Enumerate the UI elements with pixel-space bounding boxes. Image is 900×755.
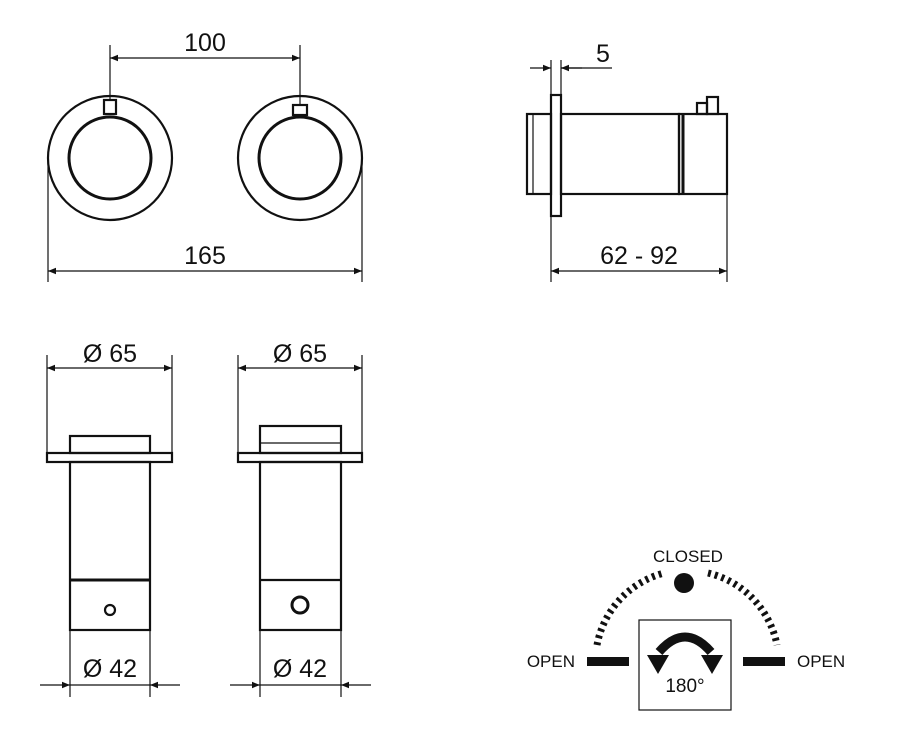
open-right-label: OPEN xyxy=(797,652,845,671)
center-distance-label: 100 xyxy=(184,29,226,57)
front-view: 100 165 xyxy=(46,29,364,282)
dimension-plate-thickness: 5 xyxy=(530,40,612,95)
plate-thickness-label: 5 xyxy=(596,40,610,68)
inner-diameter-right-label: Ø 42 xyxy=(273,655,327,683)
left-open-arc xyxy=(593,569,665,646)
side-view: 5 62 - 92 xyxy=(525,40,729,282)
section-view-left: Ø 65 Ø 42 xyxy=(40,340,180,697)
dimension-outer-diameter-right: Ø 65 xyxy=(237,340,363,453)
open-right-bar xyxy=(743,657,785,666)
dimension-inner-diameter-right: Ø 42 xyxy=(230,630,371,697)
rotation-diagram: CLOSED OPEN OPEN 180° xyxy=(527,547,845,711)
right-knob xyxy=(236,94,364,222)
angle-label: 180° xyxy=(665,676,704,697)
dimension-center-distance: 100 xyxy=(109,29,301,104)
open-left-label: OPEN xyxy=(527,652,575,671)
inner-diameter-left-label: Ø 42 xyxy=(83,655,137,683)
open-left-bar xyxy=(587,657,629,666)
outer-diameter-right-label: Ø 65 xyxy=(273,340,327,368)
left-knob xyxy=(46,94,174,222)
section-view-right: Ø 65 Ø 42 xyxy=(230,340,371,697)
right-open-arc xyxy=(707,569,781,646)
rotation-box xyxy=(638,619,732,711)
depth-range-label: 62 - 92 xyxy=(600,242,678,270)
dimension-depth-range: 62 - 92 xyxy=(550,194,728,282)
overall-width-label: 165 xyxy=(184,242,226,270)
dimension-outer-diameter-left: Ø 65 xyxy=(46,340,173,453)
closed-dot xyxy=(674,573,694,593)
rotation-arrow-icon xyxy=(647,632,723,674)
dimension-overall-width: 165 xyxy=(47,158,363,282)
outer-diameter-left-label: Ø 65 xyxy=(83,340,137,368)
closed-label: CLOSED xyxy=(653,547,723,566)
dimension-inner-diameter-left: Ø 42 xyxy=(40,630,180,697)
